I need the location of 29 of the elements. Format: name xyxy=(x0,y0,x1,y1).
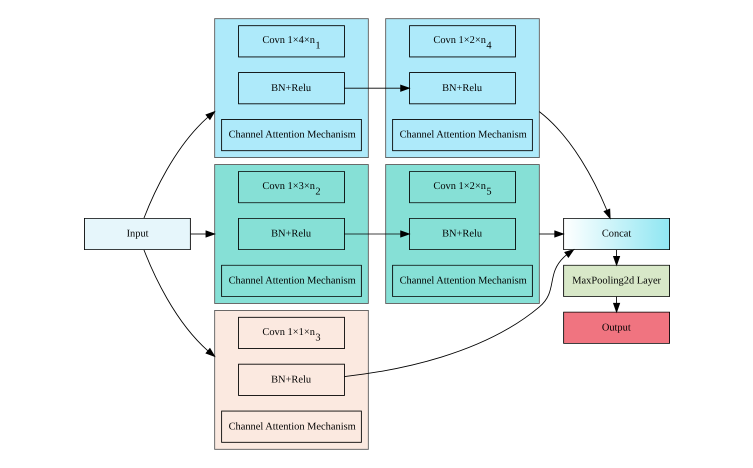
node-box: BN+Relu xyxy=(238,364,344,396)
cluster xyxy=(214,310,368,450)
arrow xyxy=(142,110,216,219)
node-box: MaxPooling2d Layer xyxy=(562,264,670,297)
arrow xyxy=(344,84,410,92)
node-box: Channel Attention Mechanism xyxy=(220,410,362,443)
arrow xyxy=(190,230,216,238)
node-box: BN+Relu xyxy=(408,218,516,250)
node-box: Output xyxy=(562,312,670,344)
arrow xyxy=(142,249,216,358)
node-box: Channel Attention Mechanism xyxy=(392,118,532,152)
arrow xyxy=(344,248,574,377)
cluster xyxy=(384,18,540,158)
arrow xyxy=(344,230,410,238)
node-box: Channel Attention Mechanism xyxy=(220,118,362,152)
node-box: BN+Relu xyxy=(408,72,516,104)
cluster xyxy=(384,164,540,304)
node-box: Channel Attention Mechanism xyxy=(220,264,362,297)
node-box: Input xyxy=(84,218,190,250)
arrow xyxy=(538,230,564,238)
node-box: Channel Attention Mechanism xyxy=(392,264,532,297)
cluster xyxy=(214,164,368,304)
node-box: BN+Relu xyxy=(238,72,344,104)
node-box: BN+Relu xyxy=(238,218,344,250)
arrow xyxy=(612,249,620,266)
node-box: Concat xyxy=(562,218,670,250)
arrow xyxy=(612,296,620,314)
arrow xyxy=(538,111,610,220)
cluster xyxy=(214,18,368,158)
